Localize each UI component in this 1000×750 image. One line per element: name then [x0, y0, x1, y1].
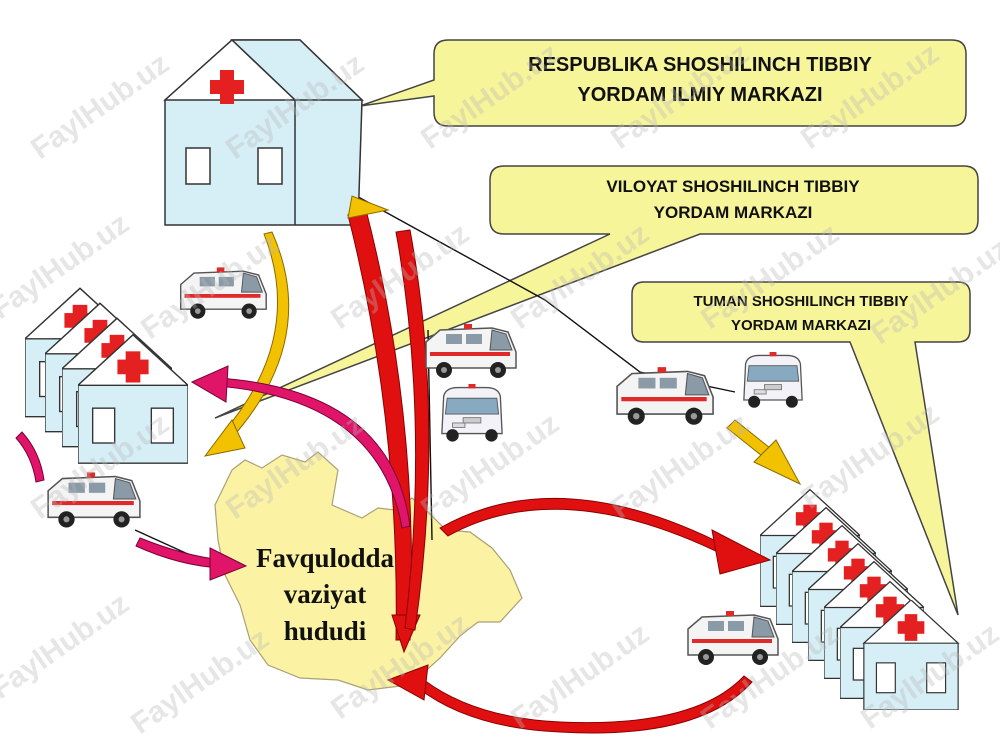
ambulance-minivan-district — [743, 352, 803, 409]
callout-region-line2: YORDAM MARKAZI — [654, 203, 813, 222]
zone-label-line2: vaziyat — [284, 579, 366, 609]
arrow-regional-to-ambulance — [15, 431, 45, 483]
zone-label-line3: hududi — [284, 616, 367, 646]
connector-region-ambulance-to-zone — [134, 529, 191, 556]
watermark: FaylHub.uz — [0, 587, 135, 706]
zone-label-line1: Favqulodda — [256, 543, 395, 573]
ambulance-van-center — [425, 323, 517, 379]
callout-district-bubble — [631, 281, 971, 616]
callout-district-line2: YORDAM MARKAZI — [731, 317, 871, 334]
watermark: FaylHub.uz — [505, 617, 655, 736]
callout-region-line1: VILOYAT SHOSHILINCH TIBBIY — [606, 177, 860, 196]
arrows — [15, 195, 802, 734]
ambulance-van-district-1 — [616, 366, 714, 426]
callout-district-line1: TUMAN SHOSHILINCH TIBBIY — [694, 293, 909, 310]
callout-republic-line2: YORDAM ILMIY MARKAZI — [577, 84, 822, 106]
watermark: FaylHub.uz — [605, 407, 755, 526]
callout-republic-line1: RESPUBLIKA SHOSHILINCH TIBBIY — [528, 54, 872, 76]
emergency-zone-shape — [214, 451, 523, 691]
callout-region-bubble — [214, 165, 979, 419]
ambulance-minivan-center — [441, 384, 503, 443]
ambulance-van-district-2 — [687, 610, 779, 666]
callout-republic-bubble — [359, 39, 967, 127]
watermark: FaylHub.uz — [125, 622, 275, 741]
arrow-ambulance-to-zone — [135, 537, 223, 569]
watermark: FaylHub.uz — [25, 47, 175, 166]
republic-center-building — [163, 38, 364, 226]
